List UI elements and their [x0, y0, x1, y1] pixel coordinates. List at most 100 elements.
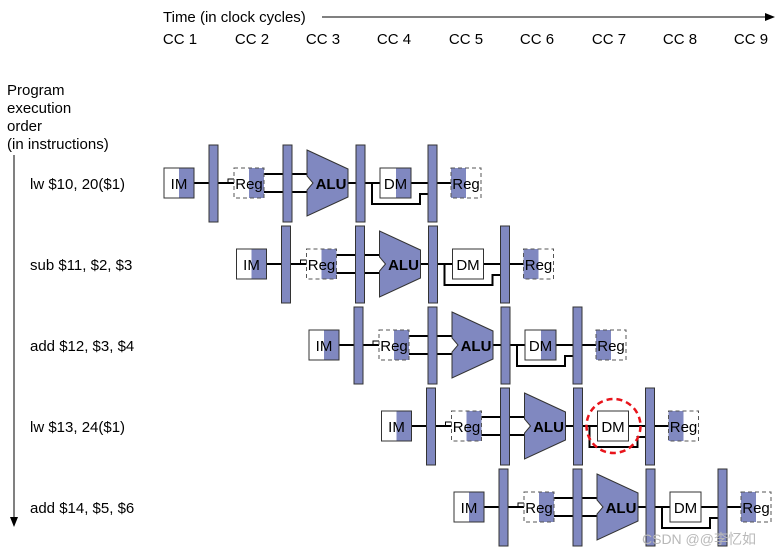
- reg-write-label: Reg: [670, 419, 698, 436]
- im-label: IM: [316, 338, 333, 355]
- alu-label: ALU: [316, 176, 347, 193]
- im-label: IM: [388, 419, 405, 436]
- instruction-label: lw $10, 20($1): [30, 176, 125, 193]
- pipeline-row: IM Reg ALU DM Reg: [236, 225, 554, 304]
- instruction-label: sub $11, $2, $3: [30, 257, 132, 274]
- im-label: IM: [171, 176, 188, 193]
- im-shading: [179, 168, 194, 198]
- datapath-wire: [300, 259, 307, 264]
- register-file-write: [668, 410, 699, 442]
- alu-label: ALU: [388, 257, 419, 274]
- reg-write-shading: [668, 411, 684, 441]
- pipeline-register-bar: [500, 225, 510, 304]
- dm-label: DM: [529, 338, 552, 355]
- alu: [451, 311, 494, 379]
- reg-read-shading: [466, 411, 482, 441]
- pipeline-register-bar: [572, 306, 583, 385]
- pipeline-register-bar: [355, 225, 365, 304]
- order-label-line: (in instructions): [7, 136, 109, 153]
- pipeline-row: IM Reg ALU DM Reg: [308, 306, 627, 385]
- clock-cycle-label: CC 3: [306, 31, 340, 48]
- register-file-read: [451, 410, 482, 442]
- execution-order-label: Program execution order (in instructions…: [7, 82, 109, 153]
- im-shading: [396, 411, 411, 441]
- alu: [379, 230, 421, 298]
- pipeline-register-bar: [281, 225, 291, 304]
- pipeline-register-bar: [645, 387, 655, 466]
- pipeline-register-bar: [353, 306, 364, 385]
- datapath-wire: [445, 421, 452, 426]
- data-memory: [669, 491, 702, 523]
- reg-read-label: Reg: [235, 176, 263, 193]
- bypass-wire: [371, 183, 428, 205]
- bypass-wire: [661, 507, 718, 529]
- time-axis-label: Time (in clock cycles): [163, 9, 306, 26]
- pipeline-register-bar: [355, 144, 366, 223]
- pipeline-register-bar: [427, 306, 438, 385]
- reg-read-shading: [249, 168, 264, 198]
- alu-label: ALU: [606, 500, 637, 517]
- hazard-highlight-circle: [585, 397, 642, 455]
- pipeline-register-bar: [498, 468, 509, 547]
- bypass-wire: [516, 345, 573, 367]
- data-memory: [597, 410, 629, 442]
- im-label: IM: [243, 257, 260, 274]
- alu: [596, 473, 639, 541]
- pipeline-register-bar: [208, 144, 219, 223]
- reg-read-label: Reg: [453, 419, 481, 436]
- alu-label: ALU: [461, 338, 492, 355]
- reg-read-label: Reg: [525, 500, 553, 517]
- reg-write-label: Reg: [452, 176, 480, 193]
- dm-label: DM: [456, 257, 479, 274]
- reg-read-shading: [321, 249, 337, 279]
- pipeline-register-bar: [426, 387, 436, 466]
- order-label-line: Program: [7, 82, 65, 99]
- register-file-write: [450, 167, 482, 199]
- datapath-wire: [372, 340, 379, 345]
- register-file-read: [523, 491, 555, 523]
- instruction-label: lw $13, 24($1): [30, 419, 125, 436]
- reg-write-shading: [741, 492, 756, 522]
- clock-cycle-label: CC 5: [449, 31, 483, 48]
- watermark: CSDN @@李忆如: [642, 531, 756, 547]
- pipeline-row: IM Reg ALU DM Reg: [163, 144, 482, 223]
- reg-write-shading: [523, 249, 539, 279]
- datapath-wire: [517, 502, 524, 507]
- pipeline-register-bar: [282, 144, 293, 223]
- reg-write-label: Reg: [597, 338, 625, 355]
- im-shading: [251, 249, 266, 279]
- reg-read-label: Reg: [380, 338, 408, 355]
- clock-cycle-label: CC 1: [163, 31, 197, 48]
- pipeline-register-bar: [428, 225, 438, 304]
- dm-label: DM: [601, 419, 624, 436]
- reg-write-label: Reg: [742, 500, 770, 517]
- register-file-write: [740, 491, 772, 523]
- alu: [524, 392, 566, 460]
- data-memory: [452, 248, 484, 280]
- register-file-read: [233, 167, 265, 199]
- clock-cycle-label: CC 9: [734, 31, 768, 48]
- alu: [306, 149, 349, 217]
- clock-cycle-label: CC 2: [235, 31, 269, 48]
- register-file-write: [523, 248, 554, 280]
- pipeline-register-bar: [572, 468, 583, 547]
- dm-label: DM: [384, 176, 407, 193]
- alu-label: ALU: [533, 419, 564, 436]
- dm-shading: [541, 330, 556, 360]
- bypass-wire: [443, 264, 501, 286]
- register-file-read: [378, 329, 410, 361]
- pipeline-register-bar: [573, 387, 583, 466]
- dm-shading: [396, 168, 411, 198]
- clock-cycle-label: CC 8: [663, 31, 697, 48]
- datapath-wire: [227, 178, 234, 183]
- pipeline-register-bar: [500, 306, 511, 385]
- instruction-label: add $12, $3, $4: [30, 338, 134, 355]
- pipeline-register-bar: [645, 468, 656, 547]
- reg-write-label: Reg: [525, 257, 553, 274]
- im-shading: [469, 492, 484, 522]
- register-file-read: [306, 248, 337, 280]
- reg-read-label: Reg: [308, 257, 336, 274]
- clock-cycle-label: CC 7: [592, 31, 626, 48]
